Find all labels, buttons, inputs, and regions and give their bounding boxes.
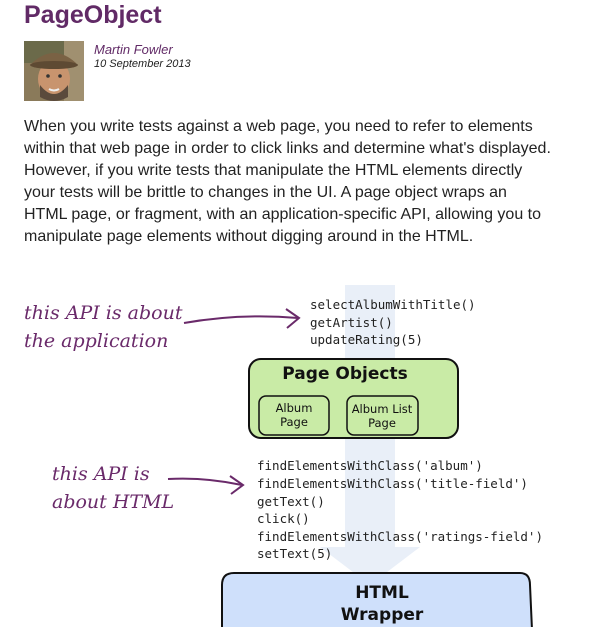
album-page-label-2: Page <box>280 415 308 429</box>
html-wrapper-title-2: Wrapper <box>341 605 424 625</box>
html-note-arrow <box>168 476 243 494</box>
html-api-3: getText() <box>257 494 325 509</box>
html-note-line-2: about HTML <box>52 491 174 513</box>
app-api-2: getArtist() <box>310 315 393 330</box>
intro-paragraph: When you write tests against a web page,… <box>24 116 554 248</box>
html-api-6: setText(5) <box>257 546 332 561</box>
page-object-diagram: this API is about the application select… <box>0 285 603 627</box>
author-photo <box>24 41 84 101</box>
html-api-5: findElementsWithClass('ratings-field') <box>257 529 543 544</box>
app-api-3: updateRating(5) <box>310 332 423 347</box>
app-note-arrow <box>184 309 299 328</box>
html-api-4: click() <box>257 511 310 526</box>
publish-date: 10 September 2013 <box>94 58 191 70</box>
html-note-line-1: this API is <box>52 463 150 485</box>
html-wrapper-title-1: HTML <box>355 583 409 603</box>
html-api-1: findElementsWithClass('album') <box>257 458 483 473</box>
page-title: PageObject <box>24 1 162 30</box>
author-avatar <box>24 41 84 101</box>
html-api-2: findElementsWithClass('title-field') <box>257 476 528 491</box>
page-objects-title: Page Objects <box>282 364 407 384</box>
app-api-1: selectAlbumWithTitle() <box>310 297 476 312</box>
app-note-line-2: the application <box>24 330 168 352</box>
album-list-page-label-1: Album List <box>352 402 413 416</box>
app-note-line-1: this API is about <box>24 302 183 324</box>
album-page-label-1: Album <box>276 401 313 415</box>
album-list-page-label-2: Page <box>368 416 396 430</box>
author-name[interactable]: Martin Fowler <box>94 42 173 57</box>
